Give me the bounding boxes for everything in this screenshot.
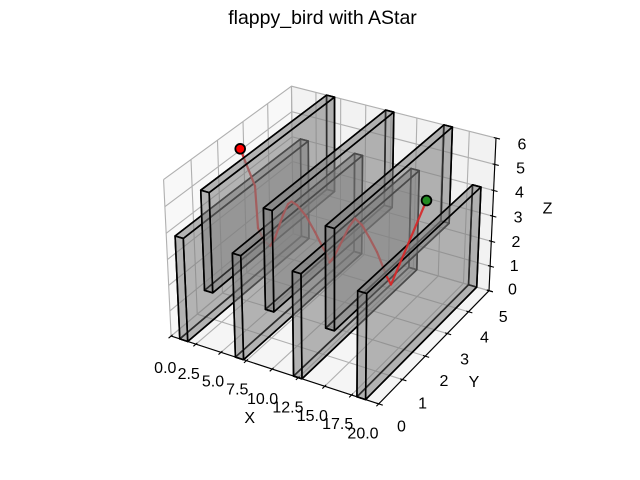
svg-text:15.0: 15.0 [297,408,328,425]
svg-text:6: 6 [518,136,527,153]
svg-text:Y: Y [469,374,480,391]
svg-text:12.5: 12.5 [272,399,303,416]
svg-text:20.0: 20.0 [347,425,378,442]
svg-text:10.0: 10.0 [247,391,278,408]
svg-text:X: X [244,410,255,427]
svg-text:3: 3 [514,209,523,226]
svg-text:Z: Z [543,200,553,217]
svg-text:2: 2 [440,373,449,390]
svg-text:4: 4 [515,184,524,201]
svg-text:0: 0 [397,418,406,435]
svg-text:1: 1 [418,395,427,412]
svg-text:7.5: 7.5 [226,381,248,398]
svg-text:1: 1 [510,258,519,275]
svg-text:0.0: 0.0 [154,360,176,377]
svg-text:5.0: 5.0 [202,374,224,391]
svg-text:2: 2 [512,234,521,251]
svg-text:17.5: 17.5 [322,416,353,433]
svg-text:2.5: 2.5 [178,366,200,383]
svg-text:flappy_bird with AStar: flappy_bird with AStar [228,7,417,29]
svg-text:3: 3 [460,351,469,368]
svg-text:5: 5 [516,160,525,177]
svg-text:4: 4 [480,329,489,346]
svg-text:0: 0 [508,282,517,299]
svg-text:5: 5 [499,309,508,326]
